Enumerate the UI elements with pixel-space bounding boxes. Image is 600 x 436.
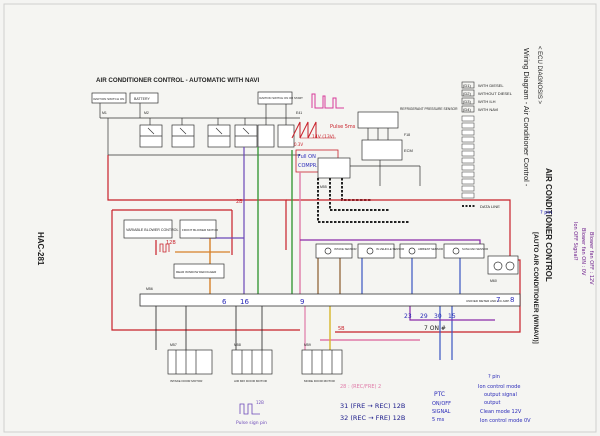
colored-wires: [107, 147, 521, 361]
system-subtitle: [AUTO AIR CONDITIONER (W/NAVI)]: [532, 232, 539, 344]
ptc-signal: SIGNAL: [432, 409, 451, 415]
pin-9: 9: [300, 298, 304, 306]
pulse-bottom-note: Pulse sign pin: [236, 420, 267, 426]
ptc-onoff: ON/OFF: [432, 401, 451, 407]
auto-amp-label: UNIFIED METER AND A/C AMP.: [466, 299, 510, 303]
bottom-pulse-waveform: [239, 403, 260, 415]
connector-codes: M1 M2 E41 F18 M55 M56 M57 M58 M59 M60: [102, 111, 497, 347]
pin-note-bottom: ? pin: [488, 374, 500, 380]
blower-on-note: Blower fan ON : 0V: [580, 228, 586, 276]
pin-6: 6: [222, 298, 227, 306]
svg-text:M57: M57: [170, 343, 177, 347]
blower-area: [123, 219, 225, 279]
rear-defogger-label: REAR WINDOW DEFOGGER: [176, 270, 217, 274]
blower-note: Ion OFF Signal?: [572, 222, 578, 261]
comp-on-line2: COMPR.ON: [298, 163, 326, 169]
svg-text:E41: E41: [296, 111, 302, 115]
section-label: < ECU DIAGNOSIS >: [536, 46, 542, 105]
front-blower-label: FRONT BLOWER MOTOR: [182, 228, 219, 232]
in-vehicle-sensor-label: IN-VEHICLE SENSOR: [376, 247, 404, 251]
legend-code-3: (D3): [463, 99, 471, 104]
svg-text:M59: M59: [304, 343, 311, 347]
pin-15: 15: [448, 313, 456, 320]
legend-data-line: DATA LINE: [480, 204, 500, 209]
legend-label-3: WITH ILH: [478, 99, 496, 104]
comp-on-line1: Full ON: [298, 154, 316, 160]
fre-rec-bottom: 32 (REC → FRE) 12B: [340, 414, 405, 422]
fre-rec-top: 31 (FRE → REC) 12B: [340, 402, 405, 410]
refrigerant-ecm-area: [317, 111, 421, 186]
pin-29: 29: [420, 313, 428, 320]
ptc-ms: 5 ms: [432, 417, 445, 423]
legend-code-1: (D1): [463, 83, 471, 88]
svg-text:M55: M55: [320, 185, 327, 189]
sensors-row: [315, 243, 519, 275]
pulse-waveform: [291, 93, 344, 139]
legend-label-4: WITH NAVI: [478, 107, 498, 112]
note-2b: 2B: [236, 199, 243, 205]
intake-sensor-label: INTAKE SENSOR: [334, 247, 356, 251]
legend: (D1) WITH DIESEL (D2) WITHOUT DIESEL (D3…: [461, 81, 513, 209]
page-code: HAC-281: [36, 232, 45, 266]
blower-waveform: [159, 243, 170, 253]
svg-text:M60: M60: [490, 279, 497, 283]
ptc-label: PTC: [434, 391, 445, 398]
ts-12b-note: 12B: [256, 400, 264, 405]
blower-off-note: Blower fan OFF : 12V: [588, 232, 594, 285]
door-motors: [167, 349, 343, 375]
svg-text:M1: M1: [102, 111, 107, 115]
pin-note-top: ? pin: [540, 210, 552, 216]
ecm-label: ECM: [404, 148, 413, 153]
svg-text:M58: M58: [234, 343, 241, 347]
pink-note: 28 : (REC/FRE) 2: [340, 384, 381, 390]
ignition-switch-label: IGNITION SWITCH ON: [93, 97, 124, 101]
low-note: 0.3V: [294, 142, 303, 147]
pin-30: 30: [434, 313, 442, 320]
pin-8: 8: [510, 296, 514, 304]
power-supply-area: [91, 91, 300, 156]
pin-5b: 5B: [338, 326, 345, 332]
system-title: AIR CONDITIONER CONTROL: [544, 168, 553, 282]
svg-text:M2: M2: [144, 111, 149, 115]
note-12b: 12B: [166, 240, 176, 246]
ion-mode-note: Ion control mode 0V: [480, 418, 531, 424]
pulse-note: Pulse 5ms: [330, 124, 356, 130]
pin-16: 16: [240, 298, 249, 306]
clean-mode-note: Clean mode 12V: [480, 409, 522, 415]
pin-7-on: 7 ON #: [424, 325, 446, 332]
intake-door-label: INTAKE DOOR MOTOR: [170, 379, 203, 383]
ion-output-note: output signal: [484, 392, 517, 398]
legend-label-1: WITH DIESEL: [478, 83, 504, 88]
refrigerant-sensor-label: REFRIGERANT PRESSURE SENSOR: [400, 107, 458, 111]
ignition-start-label: IGNITION SWITCH ON OR START: [259, 96, 303, 100]
pin-23: 23: [404, 313, 412, 320]
svg-text:F18: F18: [404, 133, 410, 137]
legend-label-2: WITHOUT DIESEL: [478, 91, 513, 96]
battery-label: BATTERY: [134, 97, 150, 101]
svg-text:M56: M56: [146, 287, 153, 291]
legend-code-4: (D4): [463, 107, 471, 112]
ambient-sensor-label: AMBIENT SENSOR: [418, 247, 443, 251]
volt-note: 14V (13V): [312, 134, 335, 140]
ion-control-note: Ion control mode: [478, 384, 520, 390]
ion-output2-note: output: [484, 400, 501, 406]
sunload-sensor-label: SUNLOAD SENSOR: [462, 247, 488, 251]
mode-door-label: MODE DOOR MOTOR: [304, 379, 336, 383]
air-mix-label: AIR MIX DOOR MOTOR: [234, 379, 268, 383]
page-title: Wiring Diagram - Air Conditioner Control…: [522, 48, 531, 187]
auto-amp-block: [139, 293, 521, 307]
variable-blower-label: VARIABLE BLOWER CONTROL: [126, 228, 178, 232]
pin-7: 7: [496, 296, 500, 304]
diagram-title: AIR CONDITIONER CONTROL - AUTOMATIC WITH…: [96, 77, 260, 84]
legend-code-2: (D2): [463, 91, 471, 96]
